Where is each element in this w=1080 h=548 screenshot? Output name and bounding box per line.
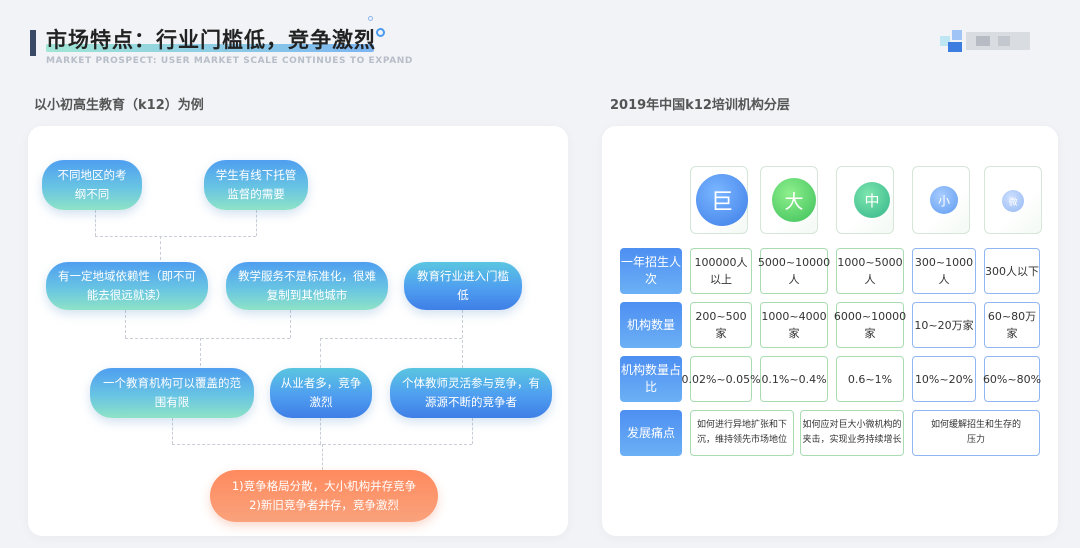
table-cell: 如何应对巨大小微机构的夹击，实现业务持续增长	[800, 410, 904, 456]
connector	[322, 444, 323, 470]
row-head-enrollment: 一年招生人次	[620, 248, 682, 294]
logo	[940, 28, 1032, 52]
row-head-share: 机构数量占比	[620, 356, 682, 402]
table-cell: 10%~20%	[912, 356, 976, 402]
connector	[200, 338, 201, 366]
connector	[462, 310, 463, 368]
connector	[125, 310, 126, 338]
flow-node-supervision: 学生有线下托管监督的需要	[204, 160, 308, 210]
table-cell: 60~80万家	[984, 302, 1040, 348]
table-cell: 60%~80%	[983, 356, 1041, 402]
connector	[160, 236, 161, 260]
connector	[125, 338, 290, 339]
connector	[256, 210, 257, 236]
flow-node-individual-teachers: 个体教师灵活参与竞争，有源源不断的竞争者	[390, 368, 552, 418]
connector	[95, 210, 96, 236]
table-cell: 如何缓解招生和生存的压力	[912, 410, 1040, 456]
size-small: 小	[930, 186, 958, 214]
connector	[472, 418, 473, 444]
conclusion-line-2: 2)新旧竞争者并存，竞争激烈	[249, 498, 399, 512]
flow-node-conclusion: 1)竞争格局分散，大小机构并存竞争 2)新旧竞争者并存，竞争激烈	[210, 470, 438, 522]
connector	[320, 338, 321, 368]
left-section-label: 以小初高生教育（k12）为例	[34, 98, 204, 113]
row-head-count: 机构数量	[620, 302, 682, 348]
size-giant: 巨	[696, 174, 748, 226]
table-cell: 300~1000人	[912, 248, 976, 294]
table-cell: 5000~10000人	[758, 248, 830, 294]
title-accent-bar	[30, 30, 36, 56]
right-section-label: 2019年中国k12培训机构分层	[610, 98, 790, 113]
flow-node-nonstandard: 教学服务不是标准化，很难复制到其他城市	[226, 262, 388, 310]
table-cell: 如何进行异地扩张和下沉，维持领先市场地位	[690, 410, 794, 456]
table-cell: 300人以下	[984, 248, 1040, 294]
table-cell: 1000~4000家	[760, 302, 828, 348]
table-cell: 100000人以上	[690, 248, 752, 294]
table-cell: 0.1%~0.4%	[760, 356, 828, 402]
conclusion-line-1: 1)竞争格局分散，大小机构并存竞争	[231, 479, 417, 493]
table-cell: 1000~5000人	[836, 248, 904, 294]
page-title: 市场特点：行业门槛低，竞争激烈	[46, 28, 376, 52]
connector	[320, 418, 321, 444]
page-subtitle: MARKET PROSPECT: USER MARKET SCALE CONTI…	[46, 56, 413, 66]
table-cell: 10~20万家	[912, 302, 976, 348]
table-cell: 0.6~1%	[836, 356, 904, 402]
connector	[172, 418, 173, 444]
title-highlight	[46, 44, 374, 52]
size-medium: 中	[854, 182, 890, 218]
table-cell: 0.02%~0.05%	[681, 356, 761, 402]
size-micro: 微	[1002, 190, 1024, 212]
flow-node-regional: 有一定地域依赖性（即不可能去很远就读）	[46, 262, 208, 310]
flow-node-low-barrier: 教育行业进入门槛低	[404, 262, 522, 310]
decor-ring	[376, 28, 385, 37]
size-large: 大	[772, 178, 816, 222]
flow-node-curriculum: 不同地区的考纲不同	[42, 160, 142, 210]
connector	[320, 338, 462, 339]
table-cell: 200~500家	[690, 302, 752, 348]
flow-node-limited-coverage: 一个教育机构可以覆盖的范围有限	[90, 368, 254, 418]
decor-ring-small	[368, 16, 373, 21]
connector	[95, 236, 256, 237]
table-cell: 6000~10000家	[834, 302, 906, 348]
connector	[290, 310, 291, 338]
row-head-pain: 发展痛点	[620, 410, 682, 456]
flow-node-many-practitioners: 从业者多，竞争激烈	[270, 368, 372, 418]
